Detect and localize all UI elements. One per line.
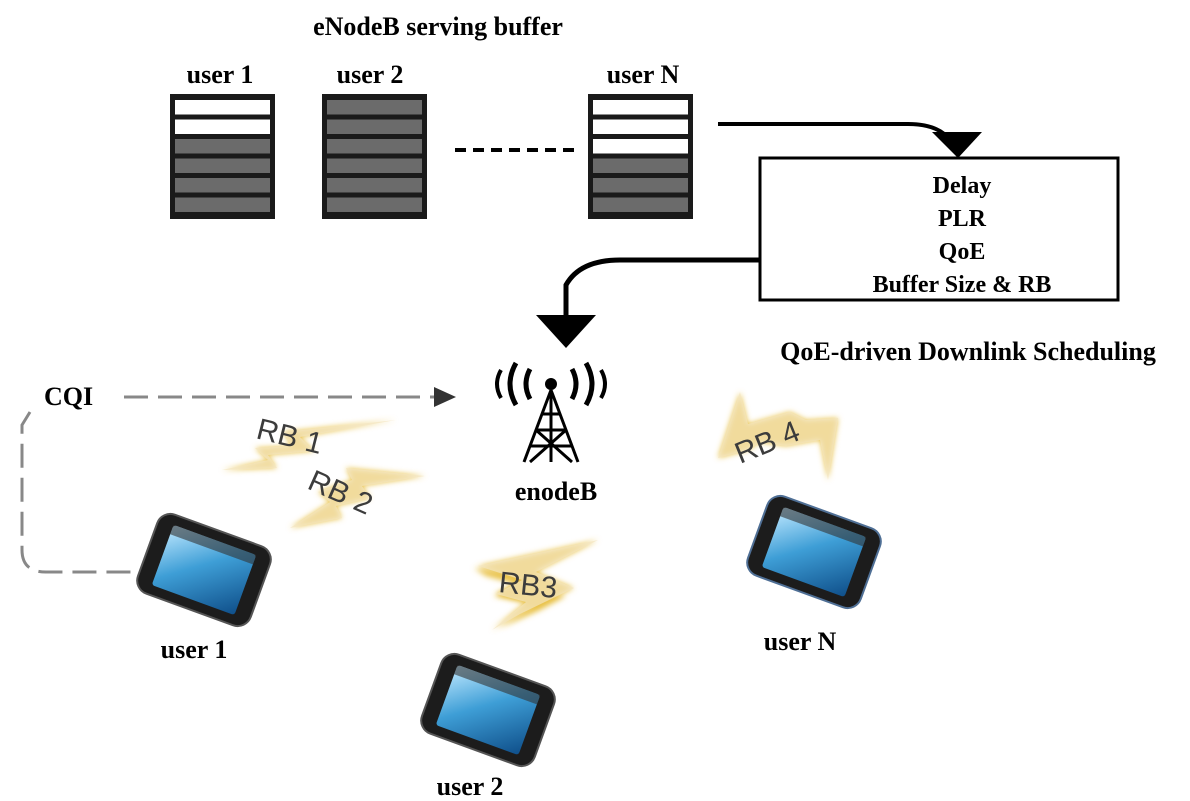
buffer-label-user-n: user N <box>607 60 680 89</box>
enodeb-tower-icon <box>495 361 607 464</box>
buffer-slot-full <box>175 178 270 193</box>
buffer-slot-empty <box>593 139 688 154</box>
buffer-label-user-2: user 2 <box>337 60 404 89</box>
phone-user-1-icon <box>136 512 272 628</box>
buffer-slot-empty <box>593 119 688 134</box>
scheduler-to-enodeb-arrow <box>563 257 760 315</box>
buffer-user-1 <box>170 94 275 219</box>
metric-buffer-size-rb: Buffer Size & RB <box>873 272 1052 298</box>
buffer-slot-full <box>175 139 270 154</box>
user-n-label: user N <box>764 627 837 656</box>
buffer-slot-full <box>593 158 688 173</box>
buffer-slot-full <box>593 197 688 212</box>
diagram-title: eNodeB serving buffer <box>313 12 563 41</box>
buffer-slot-empty <box>175 119 270 134</box>
scheduler-to-enodeb-arrowhead <box>536 315 596 348</box>
buffer-user-n <box>588 94 693 219</box>
user-1-label: user 1 <box>161 635 228 664</box>
cqi-feedback-line-loop <box>20 411 134 574</box>
cqi-label: CQI <box>44 382 93 411</box>
buffer-slot-empty <box>175 100 270 115</box>
buffer-slot-full <box>327 158 422 173</box>
rb2-lightning-bolt <box>290 468 425 528</box>
rb4-lightning-bolt <box>718 392 838 480</box>
cqi-feedback-arrowhead <box>434 387 456 407</box>
rb3-label: RB3 <box>497 566 558 605</box>
scheduler-caption: QoE-driven Downlink Scheduling <box>780 337 1156 366</box>
metric-plr: PLR <box>938 206 987 232</box>
metric-delay: Delay <box>933 173 992 199</box>
buffer-slot-full <box>175 197 270 212</box>
buffer-slot-full <box>327 100 422 115</box>
phone-user-n-icon <box>746 494 882 610</box>
buffer-slot-full <box>593 178 688 193</box>
metric-qoe: QoE <box>939 239 986 265</box>
buffer-slot-full <box>327 139 422 154</box>
buffer-slot-full <box>327 119 422 134</box>
buffer-slot-empty <box>593 100 688 115</box>
buffer-to-scheduler-arrow <box>718 122 952 142</box>
buffer-to-scheduler-arrowhead <box>932 132 982 158</box>
enodeb-label: enodeB <box>515 477 597 506</box>
buffer-user-2 <box>322 94 427 219</box>
buffer-label-user-1: user 1 <box>187 60 254 89</box>
buffer-slot-full <box>327 197 422 212</box>
buffer-slot-full <box>327 178 422 193</box>
rb3-lightning-bolt <box>474 540 598 630</box>
phone-user-2-icon <box>420 652 556 768</box>
buffer-slot-full <box>175 158 270 173</box>
rb1-lightning-bolt <box>222 420 396 470</box>
user-2-label: user 2 <box>437 772 504 801</box>
scheduler-box <box>758 156 1120 302</box>
